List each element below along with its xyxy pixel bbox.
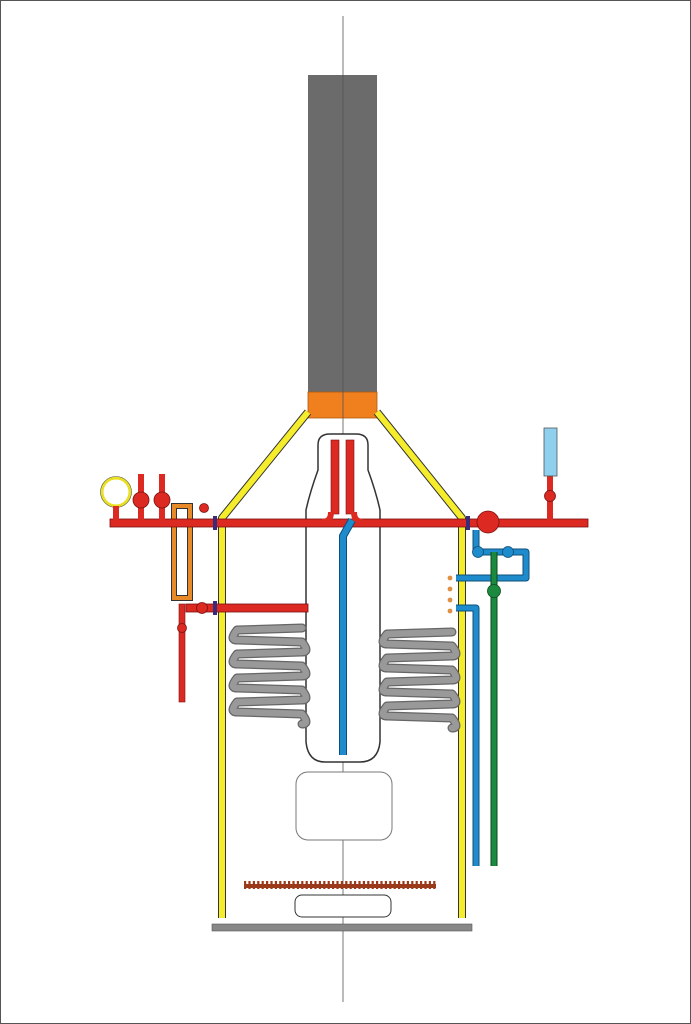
valve-1 <box>132 491 150 509</box>
burner-tooth <box>393 881 396 889</box>
burner-tooth <box>398 881 401 889</box>
burner-tooth <box>367 881 370 889</box>
riser-left <box>330 439 340 515</box>
left-drain-pipe <box>178 603 186 703</box>
burner-tooth <box>420 881 423 889</box>
burner-tooth <box>345 881 348 889</box>
burner-tooth <box>402 881 405 889</box>
chimney <box>308 75 377 393</box>
burner-tooth <box>362 881 365 889</box>
combustion-chamber <box>295 771 393 841</box>
burner-tooth <box>336 881 339 889</box>
cold-line-b <box>456 605 479 866</box>
burner-tooth <box>318 881 321 889</box>
hood-left <box>219 410 311 918</box>
green-valve <box>487 584 501 598</box>
circulation-pump <box>476 510 500 534</box>
riser-right-bend <box>351 511 364 525</box>
indicator-dot <box>447 597 453 603</box>
burner-tooth <box>248 881 251 889</box>
burner-tooth <box>354 881 357 889</box>
burner-tooth <box>376 881 379 889</box>
pressure-gauge <box>100 476 132 508</box>
burner-tooth <box>274 881 277 889</box>
burner-tooth <box>332 881 335 889</box>
right-coil <box>378 627 461 733</box>
burner-tooth <box>301 881 304 889</box>
gauge-stem <box>113 506 119 520</box>
riser-left-bend <box>321 511 334 525</box>
valve-3 <box>199 503 209 513</box>
temperature-sensor <box>543 427 558 477</box>
burner-tooth <box>415 881 418 889</box>
burner-tooth <box>257 881 260 889</box>
indicator-dot <box>447 608 453 614</box>
left-coil <box>228 623 311 729</box>
flange-left-branch <box>213 601 217 615</box>
left-drain-valve <box>177 623 187 633</box>
burner-tooth <box>279 881 282 889</box>
burner-tooth <box>406 881 409 889</box>
chimney-collar <box>307 391 378 419</box>
burner-tooth <box>389 881 392 889</box>
burner-tooth <box>371 881 374 889</box>
sensor-valve <box>544 490 556 502</box>
ash-box <box>294 894 392 918</box>
cold-valve-2 <box>502 546 514 558</box>
burner-tooth <box>310 881 313 889</box>
burner-tooth <box>323 881 326 889</box>
burner-tooth <box>380 881 383 889</box>
flange-right <box>466 516 470 530</box>
cold-feed-inner <box>339 518 356 755</box>
cold-valve-1 <box>472 546 484 558</box>
burner-tooth <box>261 881 264 889</box>
burner-tooth <box>292 881 295 889</box>
burner-tooth <box>428 881 431 889</box>
burner-tooth <box>327 881 330 889</box>
burner-tooth <box>270 881 273 889</box>
orange-loop-pipe <box>172 504 192 600</box>
burner-grate <box>244 881 436 889</box>
burner-tooth <box>424 881 427 889</box>
burner-tooth <box>411 881 414 889</box>
burner-tooth <box>349 881 352 889</box>
base-plate <box>211 923 473 932</box>
burner-tooth <box>266 881 269 889</box>
indicator-dots <box>447 575 453 614</box>
burner-tooth <box>283 881 286 889</box>
burner-bar <box>244 884 436 888</box>
coil-left-tube <box>229 624 310 728</box>
burner-tooth <box>244 881 247 889</box>
orange-loop <box>171 503 193 601</box>
left-branch-valve <box>196 602 208 614</box>
burner-tooth <box>288 881 291 889</box>
burner-tooth <box>433 881 436 889</box>
burner-tooth <box>384 881 387 889</box>
burner-tooth <box>358 881 361 889</box>
hood-right <box>374 410 465 918</box>
indicator-dot <box>447 586 453 592</box>
burner-tooth <box>296 881 299 889</box>
cold-feed-pipe <box>340 518 355 755</box>
indicator-dot <box>447 575 453 581</box>
burner-tooth <box>314 881 317 889</box>
cold-network <box>456 530 529 866</box>
left-branch-pipe <box>185 603 309 613</box>
flange-left <box>213 516 217 530</box>
burner-tooth <box>305 881 308 889</box>
valve-2 <box>153 491 171 509</box>
riser-right <box>345 439 355 515</box>
coil-right-tube <box>379 628 460 732</box>
burner-tooth <box>252 881 255 889</box>
burner-tooth <box>340 881 343 889</box>
cold-line-a <box>456 530 529 581</box>
